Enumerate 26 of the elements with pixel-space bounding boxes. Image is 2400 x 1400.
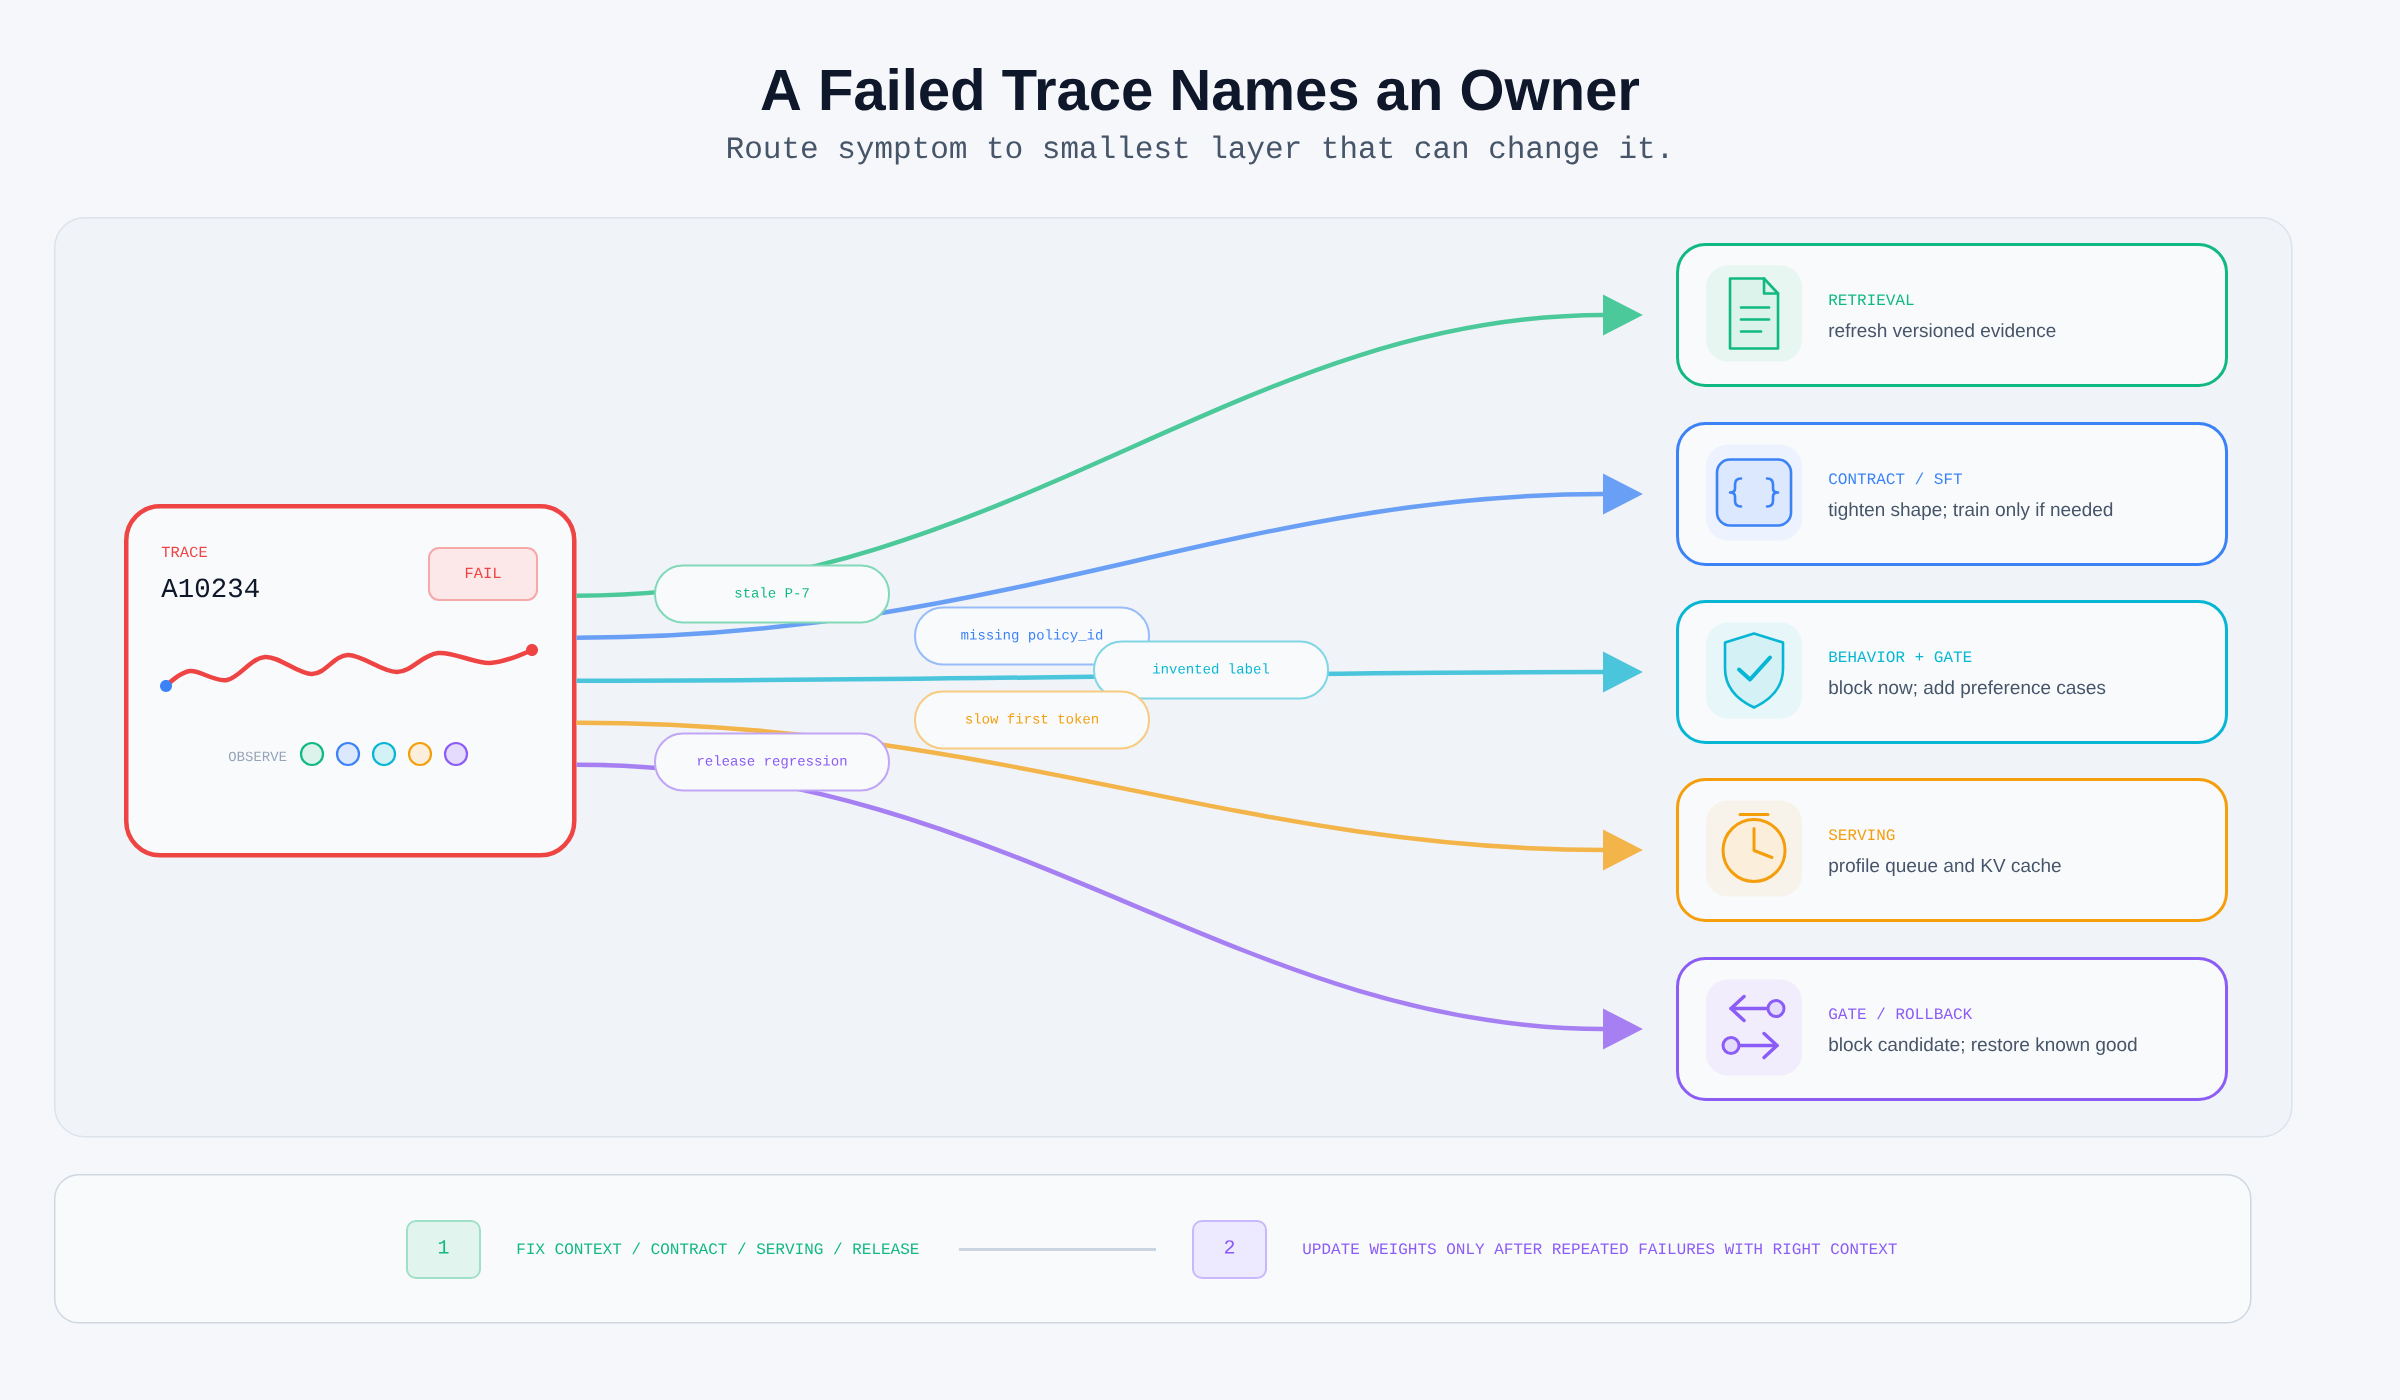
edge-label: release regression	[654, 732, 890, 792]
edge-label: stale P-7	[654, 564, 890, 624]
edge-label: slow first token	[914, 690, 1150, 750]
edge-label: invented label	[1093, 640, 1329, 700]
layer-title: SERVING	[1828, 829, 1895, 841]
layer-description: profile queue and KV cache	[1829, 858, 2061, 876]
layer-description: tighten shape; train only if needed	[1828, 502, 2113, 520]
trace-label: TRACE	[161, 546, 207, 558]
step-badge: 2	[1192, 1220, 1267, 1279]
layer-description: block candidate; restore known good	[1829, 1037, 2137, 1055]
status-badge: FAIL	[428, 547, 538, 601]
observe-label: OBSERVE	[228, 751, 287, 762]
footer-bar	[54, 1174, 2252, 1324]
layer-title: BEHAVIOR + GATE	[1829, 651, 1972, 663]
layer-title: RETRIEVAL	[1829, 294, 1914, 305]
connector-line	[959, 1248, 1156, 1251]
layer-title: CONTRACT / SFT	[1829, 472, 1963, 485]
trace-id: A10234	[161, 578, 259, 598]
layer-description: refresh versioned evidence	[1829, 323, 2056, 338]
step-text: UPDATE WEIGHTS ONLY AFTER REPEATED FAILURES WITH RIGHT CONTEXT	[1303, 1243, 1897, 1255]
step-text: FIX CONTEXT / CONTRACT / SERVING / RELEASE	[517, 1242, 919, 1255]
title: A Failed Trace Names an Owner	[761, 67, 1640, 111]
layer-title: GATE / ROLLBACK	[1829, 1007, 1973, 1020]
layer-description: block now; add preference cases	[1829, 680, 2106, 698]
step-badge: 1	[406, 1220, 481, 1279]
subtitle: Route symptom to smallest layer that can change it.	[728, 135, 1667, 165]
